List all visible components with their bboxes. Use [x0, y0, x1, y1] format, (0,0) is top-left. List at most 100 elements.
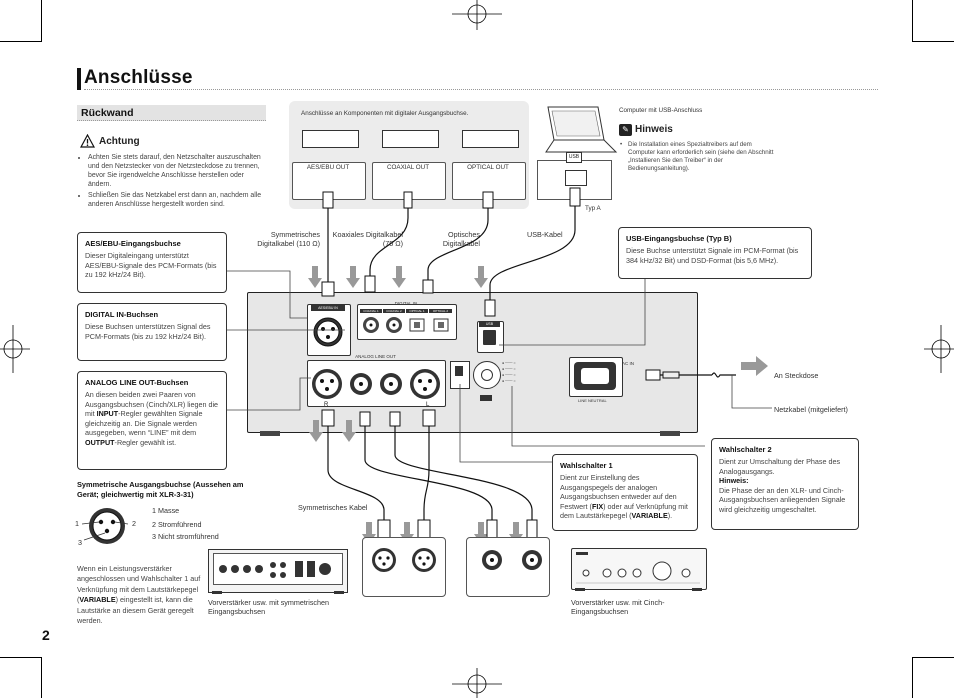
analog-r-label: R [324, 402, 329, 408]
section-heading: Rückwand [77, 105, 266, 121]
source-device [382, 130, 439, 148]
callout-text: ). [667, 511, 673, 521]
coaxial1-label: COAXIAL 1 [360, 309, 382, 313]
usb-cable-caption: USB-Kabel [527, 230, 563, 239]
volume-note-text: Wenn ein Leistungsverstärker angeschloss… [77, 564, 201, 605]
source-device [302, 130, 359, 148]
callout-text: An diesen beiden zwei Paaren von Ausgang… [85, 390, 219, 419]
callout-title: ANALOG LINE OUT-Buchsen [85, 378, 189, 387]
amp-foot [575, 588, 585, 591]
xlr-pin-desc: 1 Masse [152, 506, 180, 515]
callout-bold: INPUT [96, 409, 119, 419]
line-neutral-label: LINE NEUTRAL [578, 398, 607, 403]
hint-title: Hinweis [635, 124, 673, 135]
optical2-label: OPTICAL 2 [429, 309, 452, 313]
device-foot [260, 431, 280, 436]
page-title: Anschlüsse [84, 67, 193, 88]
callout-body: An diesen beiden zwei Paaren von Ausgang… [85, 390, 219, 448]
switch1-callout: Wahlschalter 1 Dient zur Einstellung des… [552, 454, 698, 531]
aes-ebu-callout: AES/EBU-Eingangsbuchse Dieser Digitalein… [77, 232, 227, 293]
xlr-pin-number: 3 [78, 538, 82, 547]
callout-body: Dieser Digitaleingang unterstützt AES/EB… [85, 251, 217, 280]
coax-cable-caption: Koaxiales Digitalkabel (75 Ω) [332, 230, 403, 248]
hint-icon: ✎ [619, 124, 632, 136]
selector-switch-1-lever [455, 366, 463, 376]
analog-l-label: L [426, 402, 430, 408]
callout-title: DIGITAL IN-Buchsen [85, 310, 159, 319]
power-outlet-caption: An Steckdose [774, 371, 819, 380]
callout-bold: VARIABLE [631, 511, 668, 521]
digital-in-jacks [363, 317, 449, 333]
callout-title: Wahlschalter 2 [719, 445, 772, 454]
computer-usb-label: USB [566, 152, 582, 163]
callout-text: Dient zur Einstellung des Ausgangspegels… [560, 473, 677, 511]
callout-title: USB-Eingangsbuchse (Typ B) [626, 234, 732, 243]
callout-title: Wahlschalter 1 [560, 461, 613, 470]
panel-screw [480, 395, 492, 401]
crop-mark [912, 41, 954, 42]
switch-markings: ● ─── ○● ─── ○● ─── ○● ─── ○ [502, 361, 516, 383]
usb-type-label: Typ A [585, 205, 601, 212]
optical1-label: OPTICAL 1 [406, 309, 428, 313]
crop-mark [912, 657, 954, 658]
crop-mark [0, 41, 42, 42]
crop-mark [41, 657, 42, 698]
callout-text: ) oder auf Verknüpfung mit dem Lautstärk… [560, 501, 688, 521]
coax-out-label: COAXIAL OUT [386, 164, 430, 171]
rca-inputs [482, 550, 542, 570]
crop-mark [0, 657, 42, 658]
callout-note-title: Hinweis: [719, 476, 749, 486]
callout-note: Die Phase der an den XLR- und Cinch-Ausg… [719, 485, 846, 514]
volume-note-bold: VARIABLE [79, 595, 116, 605]
balanced-xlr-inputs [372, 548, 436, 572]
optical-out-label: OPTICAL OUT [467, 164, 509, 171]
digital-in-callout: DIGITAL IN-Buchsen Diese Buchsen unterst… [77, 303, 227, 361]
usb-in-callout: USB-Eingangsbuchse (Typ B) Diese Buchse … [618, 227, 812, 279]
caution-item: Achten Sie stets darauf, den Netzschalte… [88, 154, 266, 190]
analog-panel-label: ANALOG LINE OUT [355, 354, 396, 359]
analog-out-jacks [312, 369, 440, 399]
amp-foot [334, 591, 344, 594]
hint-item-text: Die Installation eines Spezialtreibers a… [628, 141, 774, 172]
balanced-amp-jacks [219, 561, 331, 578]
caution-title: Achtung [99, 136, 140, 147]
callout-text: -Regler gewählten Signale gleichzeitig a… [85, 409, 203, 438]
xlr-pin-number: 1 [75, 519, 79, 528]
digital-source-caption: Anschlüsse an Komponenten mit digitaler … [301, 110, 469, 117]
caution-item: Schließen Sie das Netzkabel erst dann an… [88, 192, 266, 210]
warning-icon [80, 134, 95, 148]
amp-foot [692, 588, 702, 591]
xlr-pin-number: 2 [132, 519, 136, 528]
callout-title: AES/EBU-Eingangsbuchse [85, 239, 181, 248]
crop-mark [41, 0, 42, 42]
callout-body: Diese Buchse unterstützt Signale im PCM-… [626, 246, 799, 265]
ac-inlet-inner [581, 368, 609, 384]
xlr-pin-desc: 3 Nicht stromführend [152, 532, 219, 541]
usb-b-jack[interactable] [483, 330, 496, 345]
volume-note-text: ) eingestellt ist, kann die Lautstärke a… [77, 595, 194, 626]
device-foot [660, 431, 680, 436]
rca-amp-caption: Vorverstärker usw. mit Cinch-Eingangsbuc… [571, 598, 665, 616]
crop-mark [912, 657, 913, 698]
callout-bold: OUTPUT [85, 437, 115, 447]
switch2-callout: Wahlschalter 2 Dient zur Umschaltung der… [711, 438, 859, 530]
xlr-title: Symmetrische Ausgangsbuchse (Aussehen am… [77, 480, 244, 499]
optical-cable-caption: Optisches Digitalkabel [442, 230, 480, 248]
aes-xlr-input-jack[interactable] [312, 316, 344, 348]
balanced-amp-caption: Vorverstärker usw. mit symmetrischen Ein… [208, 598, 330, 616]
coaxial2-label: COAXIAL 2 [383, 309, 405, 313]
usb-a-port [565, 170, 587, 186]
callout-body: Diese Buchsen unterstützen Signal des PC… [85, 322, 211, 341]
hint-item: •Die Installation eines Spezialtreibers … [620, 141, 774, 172]
xlr-pin-diagram [81, 508, 129, 544]
volume-note: Wenn ein Leistungsverstärker angeschloss… [77, 564, 201, 626]
amp-foot [212, 591, 222, 594]
aes-out-label: AES/EBU OUT [306, 164, 350, 171]
section-rule [77, 120, 266, 121]
balanced-cable-caption: Symmetrisches Kabel [298, 503, 368, 512]
aes-cable-caption: Symmetrisches Digitalkabel (110 Ω) [257, 230, 320, 248]
crop-mark [912, 0, 913, 42]
digital-in-panel-label: DIGITAL IN [394, 301, 418, 306]
power-cord-caption: Netzkabel (mitgeliefert) [774, 405, 848, 414]
